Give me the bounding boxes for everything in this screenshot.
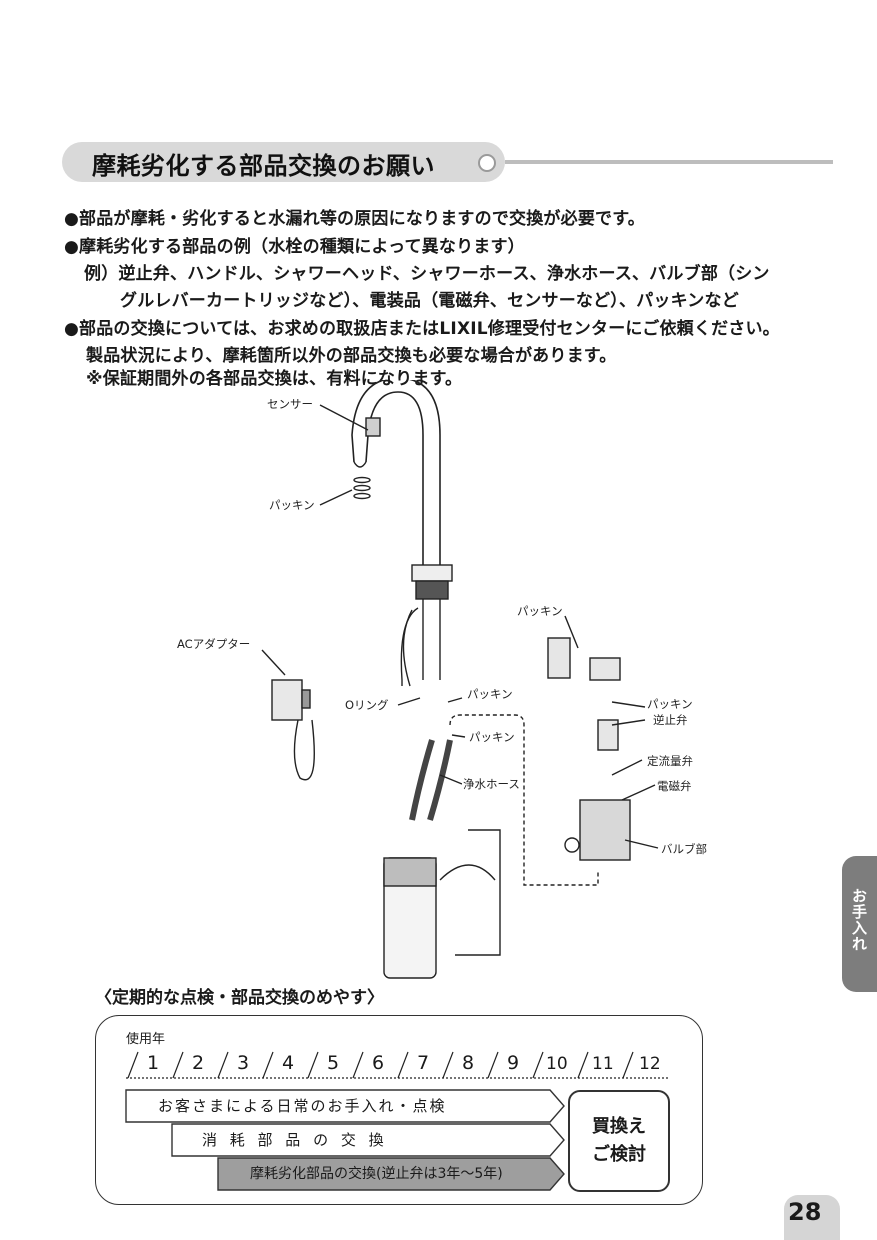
body-line-4: グルレバーカートリッジなど）、電装品（電磁弁、センサーなど）、パッキンなど bbox=[120, 291, 739, 311]
label-ac-adapter: ACアダプター bbox=[176, 636, 252, 652]
schedule-bands bbox=[125, 1089, 565, 1191]
label-valve-part: バルブ部 bbox=[660, 841, 708, 857]
label-packing-middle: パッキン bbox=[466, 686, 514, 702]
year-11: 11 bbox=[592, 1054, 614, 1074]
faucet-parts-diagram bbox=[261, 380, 659, 979]
heading-divider bbox=[505, 160, 833, 164]
label-packing-spout: パッキン bbox=[268, 497, 316, 513]
body-line-1: ●部品が摩耗・劣化すると水漏れ等の原因になりますので交換が必要です。 bbox=[64, 209, 645, 229]
body-line-2: ●摩耗劣化する部品の例（水栓の種類によって異なります） bbox=[64, 237, 525, 257]
section-side-tab bbox=[842, 856, 877, 992]
year-5: 5 bbox=[327, 1052, 340, 1074]
year-2: 2 bbox=[192, 1052, 205, 1074]
band-wear-parts: 摩耗劣化部品の交換(逆止弁は3年〜5年) bbox=[250, 1166, 503, 1182]
body-line-5: ●部品の交換については、お求めの取扱店またはLIXIL修理受付センターにご依頼く… bbox=[64, 319, 780, 339]
band-consumables: 消 耗 部 品 の 交 換 bbox=[202, 1131, 388, 1149]
year-12: 12 bbox=[639, 1054, 661, 1074]
year-3: 3 bbox=[237, 1052, 250, 1074]
page-title: 摩耗劣化する部品交換のお願い bbox=[92, 152, 435, 180]
year-6: 6 bbox=[372, 1052, 385, 1074]
body-line-3: 例）逆止弁、ハンドル、シャワーヘッド、シャワーホース、浄水ホース、バルブ部（シン bbox=[84, 264, 770, 284]
label-check-valve: 逆止弁 bbox=[652, 712, 689, 728]
label-sensor: センサー bbox=[266, 396, 314, 412]
year-9: 9 bbox=[507, 1052, 520, 1074]
label-o-ring: Oリング bbox=[344, 697, 390, 713]
year-10: 10 bbox=[546, 1054, 568, 1074]
label-purify-hose: 浄水ホース bbox=[462, 776, 521, 792]
year-8: 8 bbox=[462, 1052, 475, 1074]
side-tab-label: お手入れ bbox=[850, 888, 868, 952]
heading-bullet-icon bbox=[478, 154, 496, 172]
body-line-7: ※保証期間外の各部品交換は、有料になります。 bbox=[86, 369, 463, 389]
year-1: 1 bbox=[147, 1052, 160, 1074]
year-7: 7 bbox=[417, 1052, 430, 1074]
schedule-title: 〈定期的な点検・部品交換のめやす〉 bbox=[95, 988, 384, 1008]
label-packing-hose: パッキン bbox=[468, 729, 516, 745]
page-number-tab bbox=[784, 1195, 840, 1240]
year-4: 4 bbox=[282, 1052, 295, 1074]
replacement-box: 買換え ご検討 bbox=[568, 1090, 670, 1192]
heading-pill bbox=[62, 142, 505, 182]
used-years-label: 使用年 bbox=[126, 1032, 166, 1047]
page-number: 28 bbox=[788, 1198, 822, 1226]
year-axis bbox=[126, 1051, 670, 1079]
body-line-6: 製品状況により、摩耗箇所以外の部品交換も必要な場合があります。 bbox=[86, 346, 617, 366]
label-solenoid-valve: 電磁弁 bbox=[656, 778, 693, 794]
replace-line-1: 買換え bbox=[592, 1116, 646, 1137]
label-packing-top: パッキン bbox=[516, 603, 564, 619]
band-daily-care: お客さまによる日常のお手入れ・点検 bbox=[158, 1097, 447, 1115]
replace-line-2: ご検討 bbox=[592, 1144, 646, 1165]
label-packing-right: パッキン bbox=[646, 696, 694, 712]
label-flow-valve: 定流量弁 bbox=[646, 753, 694, 769]
